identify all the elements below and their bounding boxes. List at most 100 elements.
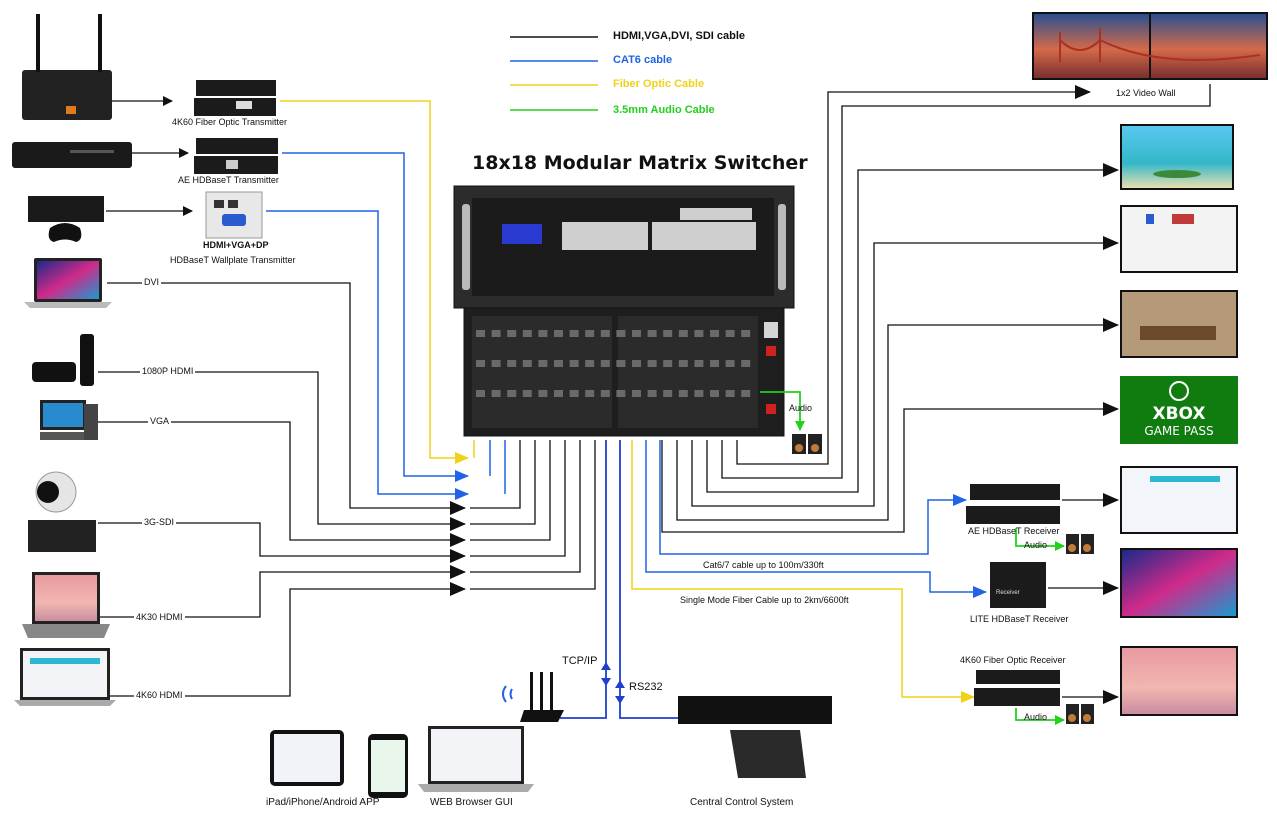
matrix-port [694, 390, 704, 397]
xbox-title: XBOX [1152, 404, 1206, 424]
wallplate-transmitter-icon [205, 191, 263, 239]
fiber-run-label: Single Mode Fiber Cable up to 2km/6600ft [680, 595, 849, 605]
dvi-label: DVI [142, 277, 162, 287]
central-control-label: Central Control System [690, 797, 794, 808]
wallplate-ports-label: HDMI+VGA+DP [203, 240, 269, 250]
audio-cable-2 [1015, 528, 1065, 551]
matrix-port [507, 390, 517, 397]
ae-transmitter-label: AE HDBaseT Transmitter [178, 175, 279, 185]
matrix-port [663, 330, 673, 337]
cat6-output-1 [659, 440, 967, 555]
page-title: 18x18 Modular Matrix Switcher [472, 152, 808, 174]
laptop-web-gui-icon [418, 726, 534, 792]
matrix-port [585, 360, 595, 367]
ae-hdbaset-transmitter-icon [194, 138, 278, 174]
central-control-icon [678, 696, 832, 778]
hdmi-4k60-label: 4K60 HDMI [134, 690, 185, 700]
input-cables [98, 96, 596, 697]
matrix-port [538, 360, 548, 367]
matrix-port [678, 360, 688, 367]
tablet-phone-icon [270, 730, 408, 798]
fiber-transmitter-label: 4K60 Fiber Optic Transmitter [172, 117, 288, 127]
matrix-port [522, 330, 532, 337]
apple-tv-icon [32, 334, 94, 386]
matrix-port [507, 330, 517, 337]
matrix-port [694, 330, 704, 337]
xbox-subtitle: GAME PASS [1144, 424, 1214, 438]
hdmi-4k30-label: 4K30 HDMI [134, 612, 185, 622]
receiver-device-label: Receiver [996, 590, 1020, 596]
legend-label-hdmi: HDMI,VGA,DVI, SDI cable [613, 30, 746, 42]
matrix-port [616, 330, 626, 337]
matrix-port [741, 390, 751, 397]
matrix-port [725, 360, 735, 367]
fiber-transmitter-icon [194, 80, 276, 116]
xbox-game-pass-screen-icon [1120, 376, 1238, 444]
fiber-receiver-label: 4K60 Fiber Optic Receiver [960, 655, 1066, 665]
matrix-port [554, 330, 563, 337]
legend-label-cat6: CAT6 cable [613, 54, 673, 66]
matrix-port [725, 330, 735, 337]
lite-hdbaset-receiver-icon [990, 562, 1046, 608]
desktop-pc-icon [40, 400, 98, 440]
matrix-port [647, 330, 657, 337]
legend-label-fiber: Fiber Optic Cable [613, 78, 705, 90]
web-gui-label: WEB Browser GUI [430, 797, 513, 808]
audio-label-2: Audio [1024, 540, 1048, 550]
audio-cable-3 [1015, 708, 1065, 725]
matrix-port [554, 390, 563, 397]
matrix-rear-panel [463, 307, 785, 437]
video-wall-display-icon [1032, 12, 1268, 80]
matrix-port [678, 390, 688, 397]
matrix-port [694, 360, 704, 367]
lite-receiver-label: LITE HDBaseT Receiver [970, 614, 1069, 624]
tv-beach-icon [1120, 124, 1234, 190]
rs232-label: RS232 [629, 681, 663, 693]
cat6-input-cable-1 [282, 152, 469, 482]
tv-macos-icon [1120, 548, 1238, 618]
matrix-port [741, 360, 751, 367]
laptop-4k30-icon [22, 572, 110, 638]
tv-gallery-icon [1120, 205, 1238, 273]
matrix-port [710, 390, 719, 397]
output-cables [661, 84, 1211, 704]
matrix-port [476, 330, 485, 337]
matrix-port [710, 330, 719, 337]
legend [510, 36, 598, 111]
matrix-port [600, 360, 610, 367]
matrix-port [616, 360, 626, 367]
matrix-ports [476, 330, 751, 397]
matrix-port [554, 360, 563, 367]
legend-label-audio: 3.5mm Audio Cable [613, 104, 715, 116]
bluray-player-icon [12, 142, 132, 168]
matrix-port [476, 360, 485, 367]
matrix-port [632, 360, 641, 367]
wallplate-transmitter-label: HDBaseT Wallplate Transmitter [170, 255, 296, 265]
audio-cable-1 [760, 391, 805, 431]
speaker-icon-2 [1066, 534, 1094, 554]
matrix-port [710, 360, 719, 367]
fiber-receiver-icon [974, 670, 1060, 706]
cat6-run-label: Cat6/7 cable up to 100m/330ft [703, 560, 824, 570]
matrix-port [647, 390, 657, 397]
matrix-port [507, 360, 517, 367]
matrix-port [476, 390, 485, 397]
audio-label-3: Audio [1024, 712, 1048, 722]
tcpip-line [560, 440, 607, 719]
sdi-label: 3G-SDI [142, 517, 177, 527]
ae-receiver-label: AE HDBaseT Receiver [968, 526, 1060, 536]
tv-web-gui-icon [1120, 466, 1238, 534]
matrix-port [569, 360, 579, 367]
matrix-port [569, 330, 579, 337]
matrix-port [585, 390, 595, 397]
laptop-4k60-icon [14, 648, 116, 706]
matrix-port [538, 330, 548, 337]
xbox-console-icon [28, 196, 104, 242]
audio-label-1: Audio [789, 403, 813, 413]
speaker-icon-1 [792, 434, 822, 454]
matrix-port [741, 330, 751, 337]
tv-meeting-room-icon [1120, 290, 1238, 358]
matrix-port [678, 330, 688, 337]
matrix-port [616, 390, 626, 397]
